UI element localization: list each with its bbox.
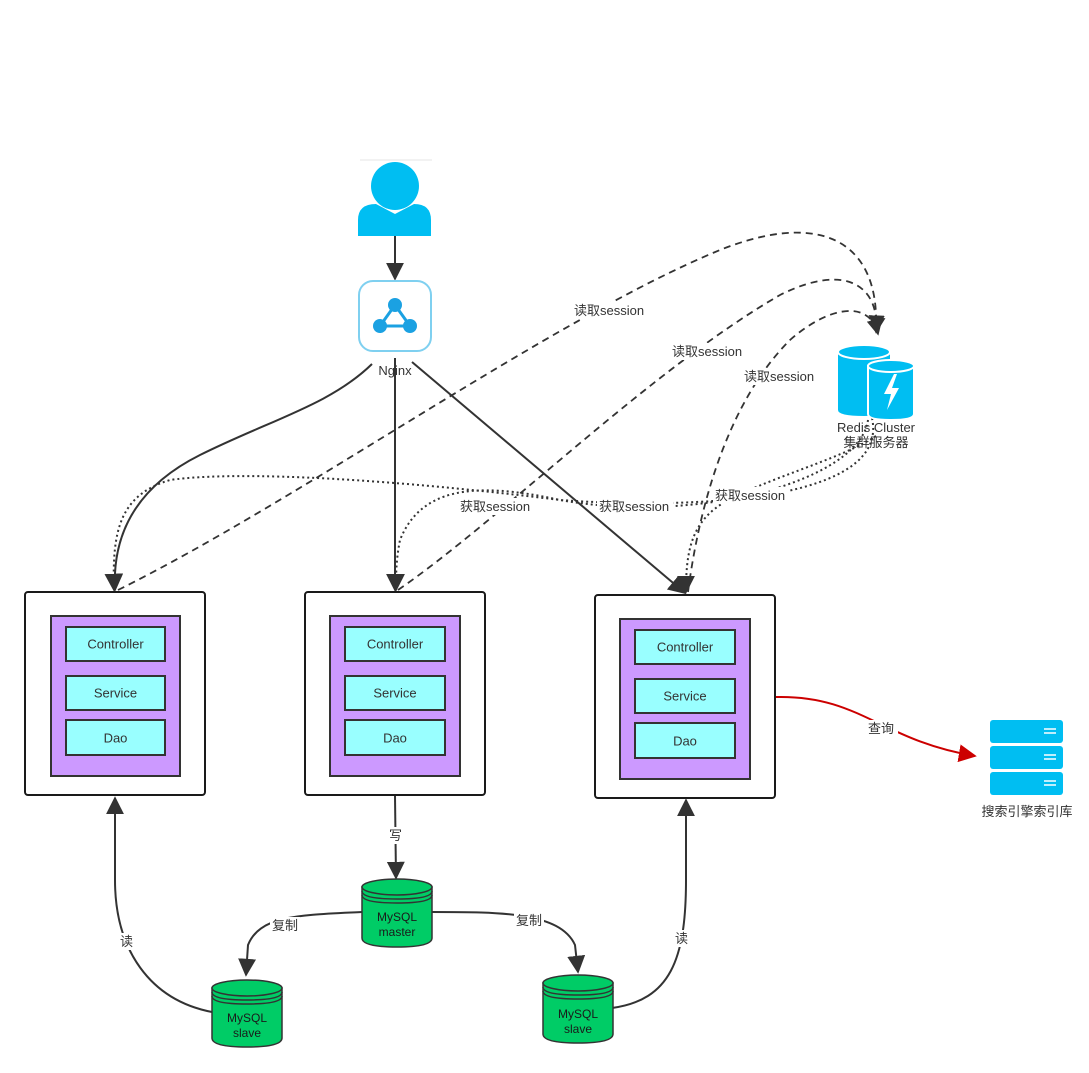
svg-text:读取session: 读取session	[672, 344, 742, 359]
edge-read-session-3	[687, 310, 883, 593]
dao-label: Dao	[673, 733, 697, 748]
edge-nginx-server3	[411, 361, 687, 595]
label-get-session-3: 获取session	[713, 487, 789, 504]
search-engine-icon	[990, 720, 1063, 795]
edge-read-session-1	[117, 231, 885, 591]
service-layer	[65, 675, 166, 711]
controller-label: Controller	[657, 639, 714, 654]
controller-layer	[65, 626, 166, 662]
service-label: Service	[94, 685, 137, 700]
svg-text:读: 读	[120, 934, 133, 949]
mysql-master-label-1: MySQL	[377, 910, 417, 924]
label-get-session-1: 获取session	[458, 498, 534, 515]
label-read-left: 读	[119, 933, 135, 950]
mysql-slave-left-label-2: slave	[233, 1026, 261, 1040]
edge-get-session-2	[387, 419, 869, 592]
edge-query	[775, 695, 977, 763]
edge-read-left	[106, 796, 213, 1013]
label-copy-right: 复制	[514, 912, 544, 929]
service-label: Service	[373, 685, 416, 700]
dao-label: Dao	[383, 730, 407, 745]
dao-layer	[344, 719, 446, 756]
label-read-session-2: 读取session	[670, 343, 746, 360]
user-icon	[358, 159, 432, 236]
server-box-1: Controller Service Dao	[24, 591, 206, 796]
label-get-session-2: 获取session	[597, 498, 673, 515]
redis-label-1: Redis Cluster	[837, 420, 916, 435]
svg-text:复制: 复制	[516, 913, 542, 928]
mysql-slave-right-database-icon	[542, 974, 614, 1044]
controller-label: Controller	[87, 636, 144, 651]
nginx-icon	[358, 280, 432, 352]
redis-label-2: 集群服务器	[843, 435, 908, 450]
svg-text:查询: 查询	[868, 721, 894, 736]
edge-copy-right	[431, 911, 586, 974]
svg-text:读取session: 读取session	[574, 303, 644, 318]
svg-text:读: 读	[675, 931, 688, 946]
dao-label: Dao	[104, 730, 128, 745]
label-read-right: 读	[674, 930, 690, 947]
dao-layer	[634, 722, 736, 759]
search-engine-label: 搜索引擎索引库	[981, 804, 1072, 819]
controller-layer	[634, 629, 736, 665]
redis-cluster-icon	[837, 344, 915, 422]
edge-copy-left	[238, 911, 363, 977]
dao-layer	[65, 719, 166, 756]
edge-read-right	[611, 798, 695, 1009]
mysql-slave-right-label-1: MySQL	[558, 1007, 598, 1021]
server-box-3: Controller Service Dao	[594, 594, 776, 799]
service-layer	[634, 678, 736, 714]
service-label: Service	[663, 688, 706, 703]
mysql-slave-right-label-2: slave	[564, 1022, 592, 1036]
edge-nginx-server1	[105, 363, 373, 592]
svg-text:获取session: 获取session	[460, 499, 530, 514]
edge-read-session-2	[397, 278, 886, 591]
svg-text:获取session: 获取session	[599, 499, 669, 514]
mysql-master-label-2: master	[379, 925, 416, 939]
label-write: 写	[388, 827, 404, 844]
mysql-master-database-icon	[361, 878, 433, 948]
server-box-2: Controller Service Dao	[304, 591, 486, 796]
controller-label: Controller	[367, 636, 424, 651]
edge-get-session-1	[104, 417, 875, 592]
label-read-session-3: 读取session	[742, 368, 818, 385]
svg-text:获取session: 获取session	[715, 488, 785, 503]
edge-get-session-3	[677, 435, 877, 594]
mysql-slave-left-label-1: MySQL	[227, 1011, 267, 1025]
svg-text:复制: 复制	[272, 918, 298, 933]
label-query: 查询	[866, 720, 898, 737]
service-layer	[344, 675, 446, 711]
label-copy-left: 复制	[270, 917, 300, 934]
controller-layer	[344, 626, 446, 662]
mysql-slave-left-database-icon	[211, 979, 283, 1048]
svg-text:写: 写	[389, 828, 402, 843]
svg-text:读取session: 读取session	[744, 369, 814, 384]
label-read-session-1: 读取session	[572, 302, 648, 319]
